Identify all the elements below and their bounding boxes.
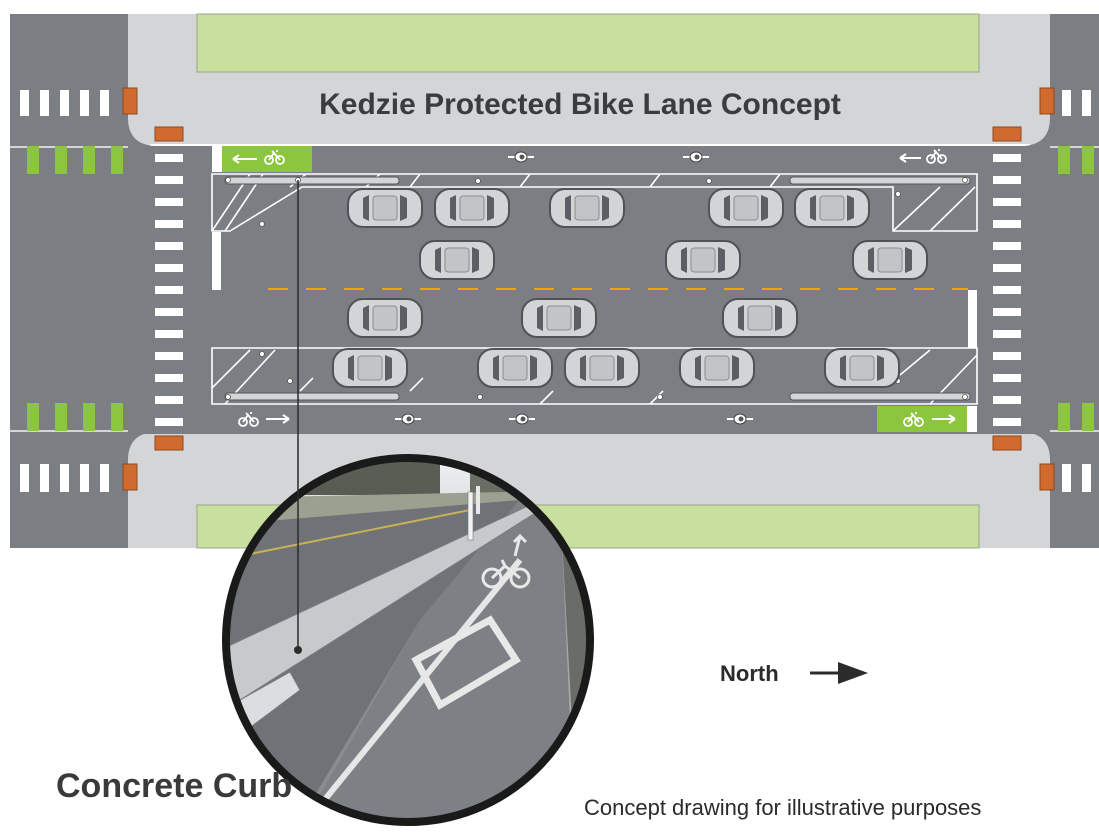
car-icon <box>332 348 408 388</box>
car-icon <box>679 348 755 388</box>
cross-street-bike-markings <box>27 146 1094 431</box>
arrow-right-icon <box>932 414 956 424</box>
westbound-bike-box <box>212 146 312 172</box>
callout-point <box>294 646 302 654</box>
car-icon <box>794 188 870 228</box>
north-arrow-icon <box>810 662 868 684</box>
north-label: North <box>720 661 779 686</box>
car-icon <box>708 188 784 228</box>
car-icon <box>521 298 597 338</box>
westbound-lane-symbol <box>899 149 947 164</box>
arrow-left-icon <box>232 154 257 164</box>
east-stop-bar <box>968 290 977 348</box>
north-planter <box>196 13 980 73</box>
car-icon <box>347 188 423 228</box>
eastbound-bike-box <box>877 406 977 432</box>
car-icon <box>722 298 798 338</box>
west-cross-crosswalks <box>20 90 109 492</box>
illustrative-footnote: Concept drawing for illustrative purpose… <box>584 795 981 820</box>
car-icon <box>477 348 553 388</box>
car-icon <box>852 240 928 280</box>
concrete-curb-label: Concrete Curb <box>56 767 292 805</box>
car-icon <box>347 298 423 338</box>
car-icon <box>824 348 900 388</box>
east-crosswalk <box>993 154 1021 426</box>
car-icon <box>665 240 741 280</box>
car-icon <box>434 188 510 228</box>
concrete-curb-north <box>224 176 971 185</box>
car-icon <box>564 348 640 388</box>
corner-pads <box>122 87 1055 491</box>
east-cross-crosswalks <box>1062 90 1091 492</box>
eastbound-lane-symbol <box>238 412 290 427</box>
car-icon <box>419 240 495 280</box>
west-stop-bar <box>212 232 221 290</box>
west-crosswalk <box>155 154 183 426</box>
diagram-title: Kedzie Protected Bike Lane Concept <box>319 88 841 121</box>
concrete-curb-south <box>224 392 971 401</box>
car-icon <box>549 188 625 228</box>
